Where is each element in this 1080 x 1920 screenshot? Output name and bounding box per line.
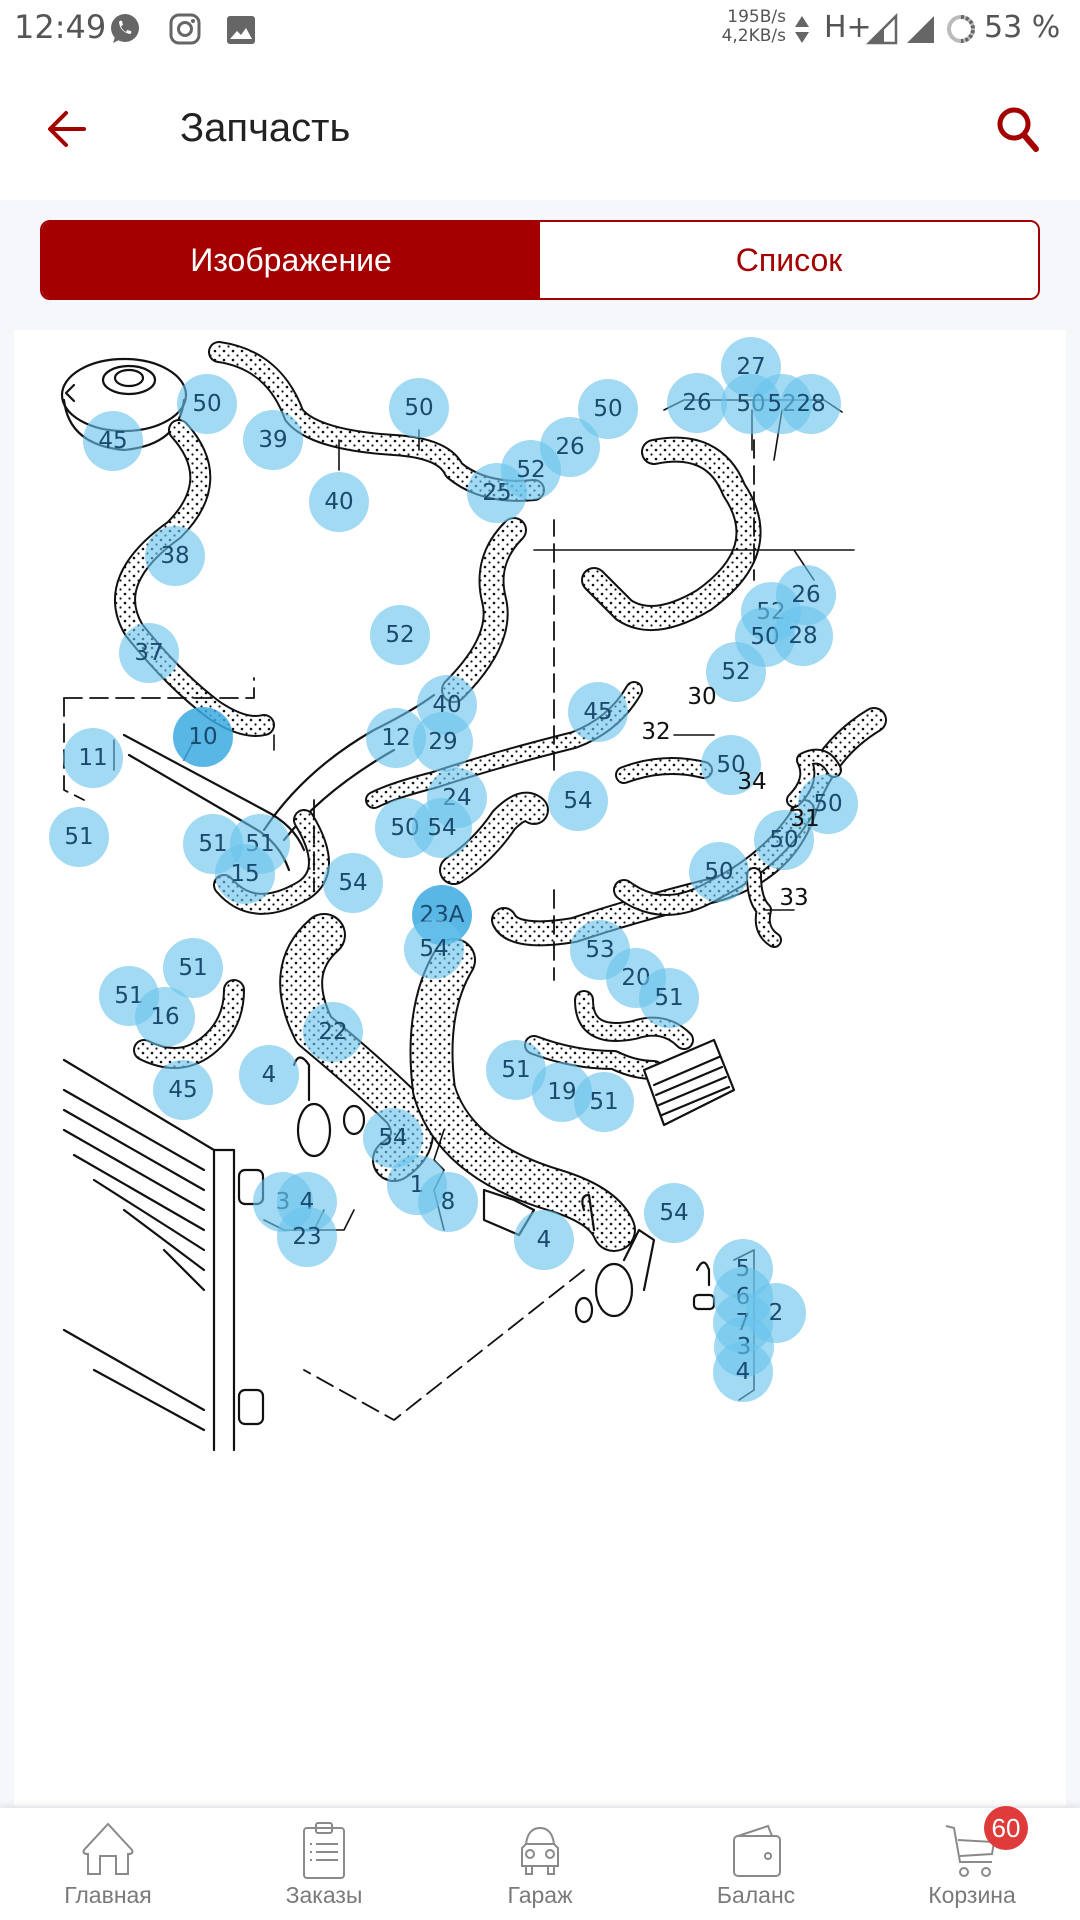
status-bar: 12:49 195B/s 4,2KB/s H+ 53 % [0, 0, 1080, 62]
callout-10[interactable]: 10 [173, 707, 233, 767]
status-time: 12:49 [14, 8, 107, 46]
callout-26[interactable]: 26 [540, 417, 600, 477]
callout-28[interactable]: 28 [781, 374, 841, 434]
callout-2[interactable]: 2 [746, 1283, 806, 1343]
tab-image[interactable]: Изображение [42, 222, 540, 298]
view-toggle: Изображение Список [40, 220, 1040, 300]
parts-diagram[interactable]: 45 50 39 40 50 38 37 50 26 27 50 52 28 2… [14, 330, 1066, 1806]
callout-54[interactable]: 54 [412, 798, 472, 858]
nav-balance[interactable]: Баланс [648, 1808, 864, 1920]
callout-45[interactable]: 45 [153, 1060, 213, 1120]
oil-cooler [642, 1038, 736, 1127]
callout-51[interactable]: 51 [574, 1072, 634, 1132]
radiator [62, 1058, 265, 1452]
callout-45[interactable]: 45 [83, 411, 143, 471]
callout-26[interactable]: 26 [776, 565, 836, 625]
callout-37[interactable]: 37 [119, 623, 179, 683]
clipboard-icon [303, 1822, 345, 1879]
data-transfer-icon [795, 16, 809, 43]
nav-orders-label: Заказы [285, 1882, 363, 1908]
label-34[interactable]: 34 [737, 769, 767, 795]
callout-38[interactable]: 38 [145, 526, 205, 586]
callout-4[interactable]: 4 [239, 1045, 299, 1105]
wallet-icon [733, 1824, 781, 1877]
callout-51[interactable]: 51 [639, 968, 699, 1028]
label-32[interactable]: 32 [641, 719, 671, 745]
callout-39[interactable]: 39 [243, 410, 303, 470]
callout-11[interactable]: 11 [63, 728, 123, 788]
callout-54[interactable]: 54 [323, 853, 383, 913]
cart-icon [945, 1825, 996, 1877]
callout-50[interactable]: 50 [689, 842, 749, 902]
arrow-left-icon [48, 111, 86, 147]
label-33[interactable]: 33 [779, 885, 809, 911]
callout-50[interactable]: 50 [389, 378, 449, 438]
callout-45[interactable]: 45 [568, 682, 628, 742]
callout-15[interactable]: 15 [215, 844, 275, 904]
search-icon [997, 107, 1039, 152]
callout-50[interactable]: 50 [798, 774, 858, 834]
bottom-navigation: Главная Заказы Гараж Баланс К [0, 1806, 1080, 1920]
gallery-icon [227, 16, 255, 44]
whatsapp-icon [111, 14, 139, 43]
callout-50[interactable]: 50 [754, 810, 814, 870]
callout-54[interactable]: 54 [644, 1183, 704, 1243]
callout-53[interactable]: 53 [570, 920, 630, 980]
battery-icon [947, 15, 975, 43]
callout-29[interactable]: 29 [413, 712, 473, 772]
callout-50[interactable]: 50 [177, 374, 237, 434]
callout-23[interactable]: 23 [277, 1207, 337, 1267]
callout-4[interactable]: 4 [514, 1210, 574, 1270]
nav-home-label: Главная [64, 1882, 152, 1908]
nav-orders[interactable]: Заказы [216, 1808, 432, 1920]
callout-26[interactable]: 26 [667, 373, 727, 433]
nav-garage[interactable]: Гараж [432, 1808, 648, 1920]
callout-50[interactable]: 50 [701, 735, 761, 795]
back-button[interactable] [44, 104, 94, 154]
callout-8[interactable]: 8 [418, 1172, 478, 1232]
callout-54[interactable]: 54 [404, 919, 464, 979]
network-speed: 195B/s 4,2KB/s [712, 8, 786, 46]
label-30[interactable]: 30 [687, 684, 717, 710]
callout-22[interactable]: 22 [303, 1002, 363, 1062]
car-icon [521, 1826, 559, 1875]
page-title: Запчасть [180, 106, 351, 150]
cart-count-badge: 60 [984, 1806, 1028, 1850]
expansion-tank [60, 357, 188, 452]
callout-4[interactable]: 4 [713, 1342, 773, 1402]
callout-51[interactable]: 51 [49, 807, 109, 867]
search-button[interactable] [992, 102, 1044, 158]
label-31[interactable]: 31 [790, 806, 820, 832]
callout-16[interactable]: 16 [135, 987, 195, 1047]
callout-52[interactable]: 52 [706, 642, 766, 702]
nav-garage-label: Гараж [507, 1882, 573, 1908]
upload-speed: 195B/s [727, 7, 786, 27]
home-icon [82, 1822, 134, 1875]
nav-balance-label: Баланс [716, 1882, 796, 1908]
callout-54[interactable]: 54 [548, 771, 608, 831]
nav-home[interactable]: Главная [0, 1808, 216, 1920]
view-toggle-area: Изображение Список [0, 200, 1080, 330]
tab-list[interactable]: Список [540, 222, 1038, 298]
callout-40[interactable]: 40 [309, 472, 369, 532]
battery-percent: 53 % [984, 10, 1061, 45]
nav-cart-label: Корзина [928, 1882, 1016, 1908]
nav-cart[interactable]: Корзина 60 [864, 1806, 1080, 1920]
callout-52[interactable]: 52 [370, 605, 430, 665]
download-speed: 4,2KB/s [721, 26, 786, 46]
signal-1-icon [866, 12, 898, 45]
instagram-icon [169, 13, 201, 45]
network-type: H+ [824, 10, 872, 45]
callout-28[interactable]: 28 [773, 606, 833, 666]
app-bar: Запчасть [0, 62, 1080, 200]
signal-2-icon [907, 16, 934, 43]
